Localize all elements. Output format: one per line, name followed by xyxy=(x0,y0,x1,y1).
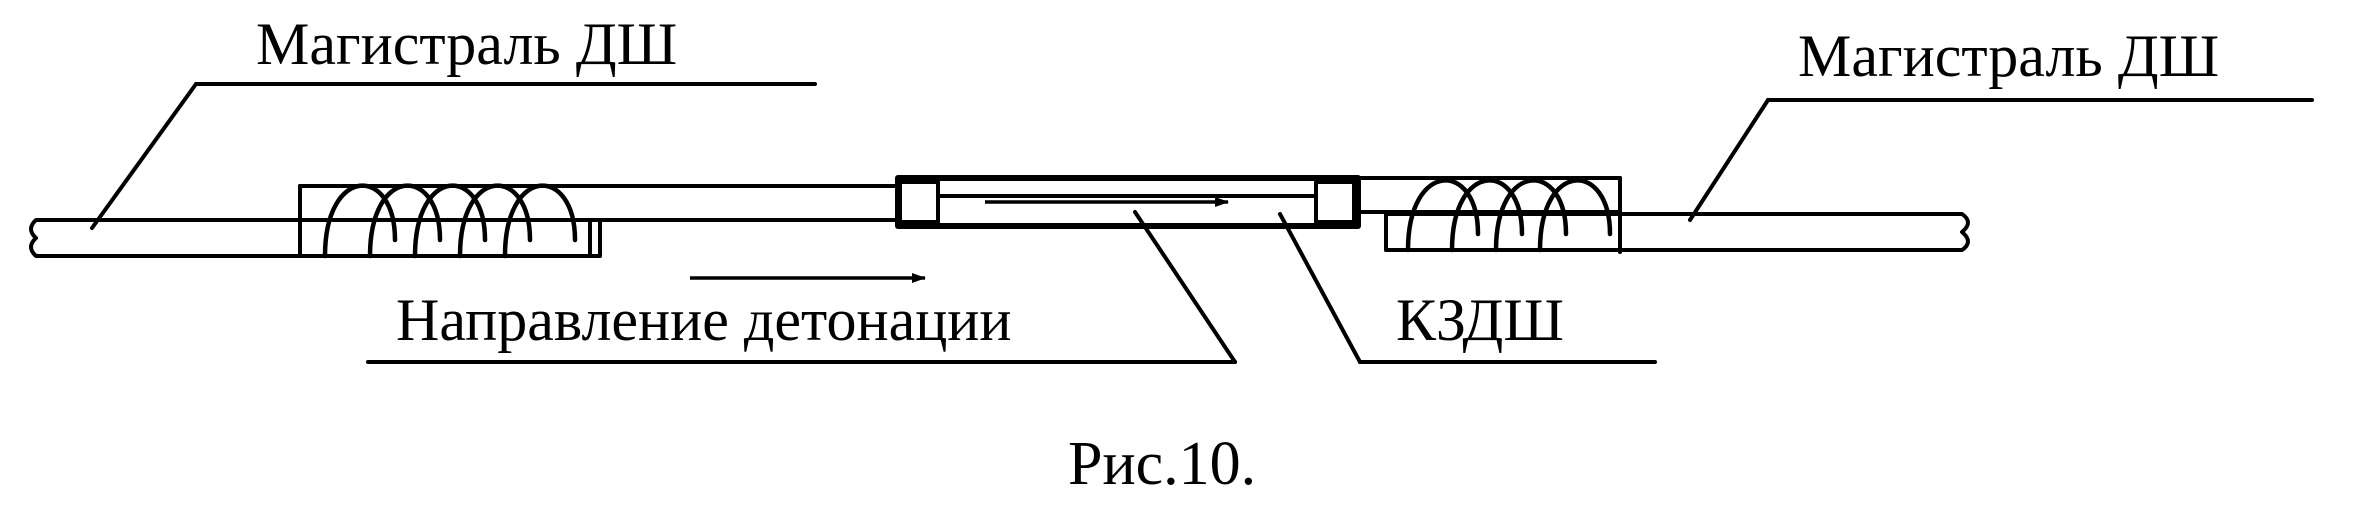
leader-relay xyxy=(1278,212,1657,364)
right-trunk-cord xyxy=(1384,212,1970,252)
figure-caption: Рис.10. xyxy=(1068,430,1256,498)
label-relay: КЗДШ xyxy=(1396,287,1564,353)
label-trunk-left: Магистраль ДШ xyxy=(256,11,677,77)
leader-right-trunk xyxy=(1688,98,2314,222)
left-trunk-cord xyxy=(29,218,602,258)
leader-left-trunk xyxy=(90,82,817,230)
left-coil-binding xyxy=(322,183,578,259)
right-coil-binding xyxy=(1405,178,1613,253)
label-trunk-right: Магистраль ДШ xyxy=(1798,23,2219,89)
leader-direction xyxy=(366,210,1237,364)
label-direction: Направление детонации xyxy=(396,287,1012,353)
